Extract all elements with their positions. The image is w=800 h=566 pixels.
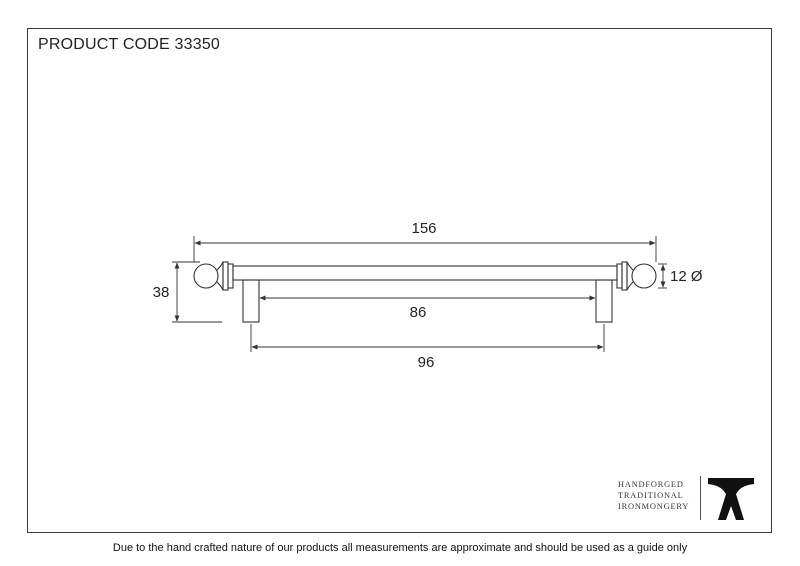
product-code-title: PRODUCT CODE 33350 bbox=[38, 36, 221, 53]
disclaimer-text: Due to the hand crafted nature of our pr… bbox=[112, 542, 688, 554]
left-finial bbox=[193, 261, 234, 291]
handle-bar bbox=[232, 265, 618, 281]
height-label: 38 bbox=[153, 284, 170, 301]
logo-line-1: HANDFORGED bbox=[618, 480, 684, 489]
diameter-label: 12 Ø bbox=[670, 268, 703, 285]
right-leg bbox=[595, 279, 613, 323]
right-finial bbox=[616, 261, 657, 291]
logo-divider bbox=[700, 476, 701, 520]
overall-length-label: 156 bbox=[411, 220, 436, 237]
handle-legs bbox=[242, 279, 613, 323]
logo-text: HANDFORGED TRADITIONAL IRONMONGERY bbox=[618, 479, 698, 512]
logo-line-3: IRONMONGERY bbox=[618, 502, 690, 511]
dimension-height bbox=[172, 261, 222, 323]
logo-line-2: TRADITIONAL bbox=[618, 491, 684, 500]
anvil-icon bbox=[708, 478, 754, 520]
dimension-centres bbox=[250, 324, 605, 352]
dimension-overall-length bbox=[193, 236, 657, 262]
centres-label: 96 bbox=[418, 354, 435, 371]
brand-logo: HANDFORGED TRADITIONAL IRONMONGERY bbox=[618, 476, 758, 522]
left-leg bbox=[242, 279, 260, 323]
dimension-diameter bbox=[658, 263, 667, 289]
drawing-frame bbox=[27, 28, 772, 533]
inner-span-label: 86 bbox=[410, 304, 427, 321]
